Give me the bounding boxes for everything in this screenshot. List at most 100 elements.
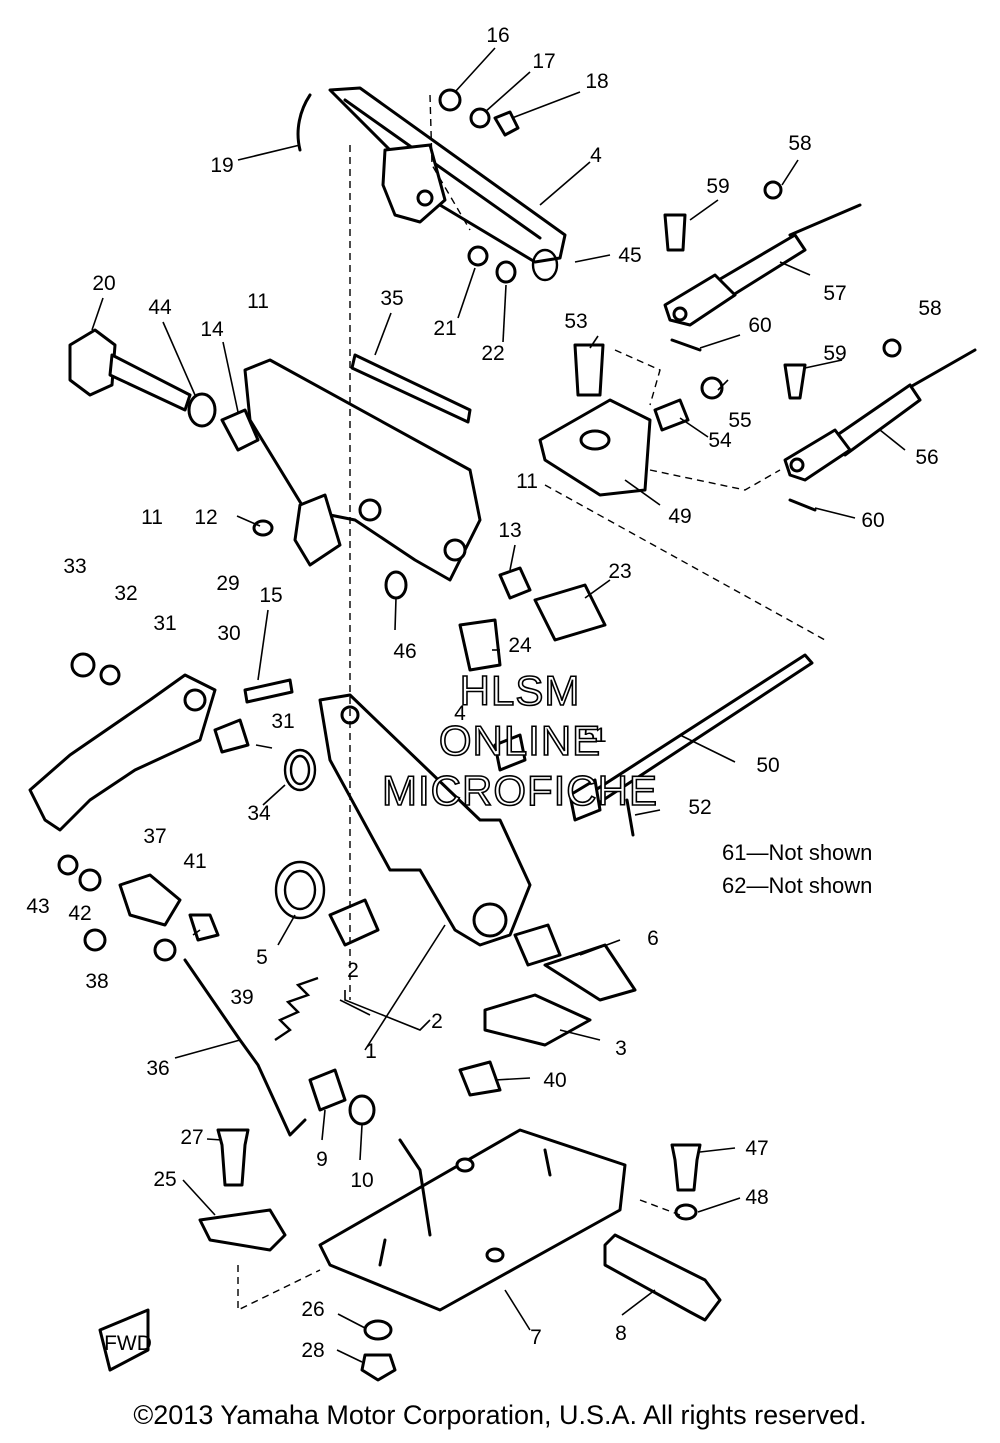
callout: 51 [583,724,606,747]
callout: 29 [216,572,239,595]
callout: 40 [543,1069,566,1092]
callout: 21 [433,317,456,340]
callout: 38 [85,970,108,993]
callout: 32 [114,582,137,605]
bushings-part [308,1060,502,1126]
callout: 41 [183,850,206,873]
nuts-washers-part [438,88,902,512]
callout: 12 [194,506,217,529]
callout: 46 [393,640,416,663]
callout: 18 [585,70,608,93]
callout: 60 [861,509,884,532]
callout: 48 [745,1186,768,1209]
callout: 16 [486,24,509,47]
callout: 60 [748,314,771,337]
pedal-bracket-part [296,86,567,264]
cable-assembly-lower [783,348,977,482]
callout: 43 [26,895,49,918]
callout: 50 [756,754,779,777]
watermark-line: ONLINE [439,717,601,764]
mounting-hardware-part [198,1128,722,1382]
cable-assembly-upper [663,203,862,327]
callout: 59 [706,175,729,198]
base-bracket-part [318,1128,627,1312]
callout: 42 [68,902,91,925]
callout: 13 [498,519,521,542]
watermark-line: HLSM [460,667,581,714]
callout: 9 [316,1148,328,1171]
callout: 7 [530,1326,542,1349]
callout: 11 [141,506,163,529]
callout: 28 [301,1339,324,1362]
note-62: 62—Not shown [722,873,872,898]
leader-lines [91,47,906,1363]
callout: 53 [564,310,587,333]
rod-end-bracket-part [57,854,220,962]
callout: 36 [146,1057,169,1080]
cable-bracket-part [538,343,724,497]
watermark-line: MICROFICHE [382,767,658,814]
copyright-text: ©2013 Yamaha Motor Corporation, U.S.A. A… [133,1400,867,1430]
callout: 30 [217,622,240,645]
callout-labels: 16 17 18 19 4 59 58 57 45 20 44 11 14 35… [26,24,941,1362]
callout: 1 [365,1040,377,1063]
callout: 56 [915,446,938,469]
fwd-arrow: FWD [98,1308,152,1372]
callout: 4 [590,144,602,167]
callout: 6 [647,927,659,950]
main-pedal-arm-part [318,693,532,947]
callout: 58 [918,297,941,320]
svg-text:FWD: FWD [104,1332,152,1355]
linkage-rod-part [183,958,307,1137]
callout: 23 [608,560,631,583]
callout: 58 [788,132,811,155]
callout: 47 [745,1137,768,1160]
callout: 22 [481,342,504,365]
callout: 45 [618,244,641,267]
callout: 15 [259,584,282,607]
callout: 59 [823,342,846,365]
callout: 49 [668,505,691,528]
callout: 27 [180,1126,203,1149]
callout: 14 [200,318,224,341]
callout: 2 [347,959,359,982]
callout: 31 [153,612,176,635]
callout: 10 [350,1169,373,1192]
shaft-part [350,353,472,424]
callout: 44 [148,296,172,319]
callout: 19 [210,154,233,177]
callout: 34 [247,802,271,825]
callout: 37 [143,825,166,848]
callout: 20 [92,272,115,295]
callout: 31 [271,710,294,733]
springs-part [274,748,326,1041]
adjusting-rod-part [493,653,814,837]
callout: 26 [301,1298,324,1321]
callout: 52 [688,796,711,819]
callout: 57 [823,282,846,305]
callout: 2 [431,1010,443,1033]
pivot-bolt-part [68,328,260,452]
callout: 11 [247,290,269,313]
callout: 17 [532,50,555,73]
callout: 8 [615,1322,627,1345]
pedal-arm-bracket-part [243,358,482,582]
callout: 3 [615,1037,627,1060]
not-shown-notes: 61—Not shown 62—Not shown [722,840,872,898]
callout: 25 [153,1168,176,1191]
watermark: HLSM ONLINE MICROFICHE [381,666,658,815]
callout: 54 [708,429,732,452]
callout: 11 [516,470,538,493]
callout: 24 [508,634,532,657]
callout: 35 [380,287,403,310]
callout: 39 [230,986,253,1009]
note-61: 61—Not shown [722,840,872,865]
callout: 4 [454,702,466,725]
lever-part [28,652,294,832]
callout: 55 [728,409,751,432]
callout: 33 [63,555,86,578]
alignment-lines [237,94,826,1312]
pins-pad-part [328,898,637,1047]
callout: 5 [256,946,268,969]
